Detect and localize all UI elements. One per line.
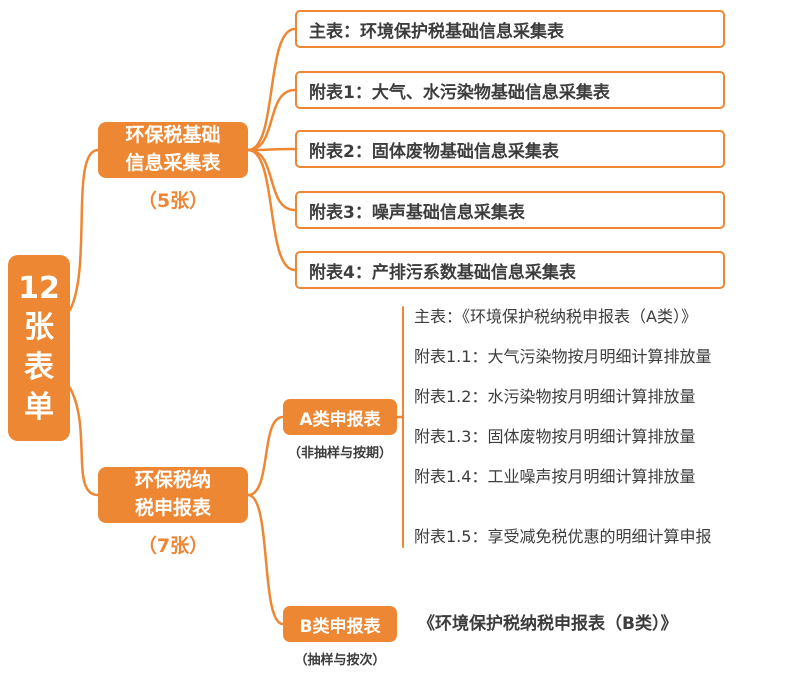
a-item-annex15: 附表1.5：享受减免税优惠的明细计算申报 [414, 527, 712, 546]
a-item-annex11: 附表1.1：大气污染物按月明细计算排放量 [414, 347, 712, 366]
connector-branch1-to-box3 [246, 147, 297, 152]
form-box-label: 附表3：噪声基础信息采集表 [309, 202, 525, 223]
form-box-annex3-noise: 附表3：噪声基础信息采集表 [295, 191, 725, 229]
form-box-annex1-air-water: 附表1：大气、水污染物基础信息采集表 [295, 71, 725, 109]
branch-count-7: （7张） [137, 535, 209, 557]
a-item-annex13: 附表1.3：固体废物按月明细计算排放量 [414, 427, 696, 446]
form-box-label: 附表1：大气、水污染物基础信息采集表 [309, 82, 610, 103]
b-class-note: （抽样与按次） [294, 653, 386, 668]
root-node: 12 张 表 单 [8, 255, 70, 441]
a-class-note: （非抽样与按期） [287, 446, 392, 461]
a-item-main: 主表：《环境保护税纳税申报表（A类）》 [414, 307, 697, 326]
connector-root-to-branch2 [68, 386, 100, 497]
form-box-annex4-coefficient: 附表4：产排污系数基础信息采集表 [295, 251, 725, 289]
connector-branch2-to-a-node [246, 415, 285, 497]
connector-branch1-to-box1 [246, 27, 297, 152]
b-class-form-label: 《环境保护税纳税申报表（B类）》 [418, 614, 678, 634]
branch-node-tax-declaration: 环保税纳 税申报表 [98, 467, 248, 523]
root-label: 12 张 表 单 [18, 270, 60, 425]
sub-node-label: B类申报表 [299, 616, 381, 637]
form-box-label: 附表4：产排污系数基础信息采集表 [309, 262, 576, 283]
connector-branch1-to-box4 [246, 148, 297, 212]
branch-label: 环保税纳 税申报表 [134, 469, 211, 519]
a-item-annex14: 附表1.4：工业噪声按月明细计算排放量 [414, 467, 696, 486]
connector-branch2-to-b-node [246, 493, 285, 626]
sub-node-b-class: B类申报表 [283, 606, 397, 642]
form-box-main-collection: 主表：环境保护税基础信息采集表 [295, 10, 725, 48]
connector-root-to-branch1 [68, 148, 100, 312]
connector-branch1-to-box2 [246, 88, 297, 152]
sub-node-label: A类申报表 [299, 409, 381, 430]
a-item-annex12: 附表1.2：水污染物按月明细计算排放量 [414, 387, 696, 406]
branch-node-basic-info-collection: 环保税基础 信息采集表 [98, 122, 248, 178]
form-box-label: 主表：环境保护税基础信息采集表 [309, 21, 564, 42]
form-box-annex2-solid-waste: 附表2：固体废物基础信息采集表 [295, 130, 725, 168]
sub-node-a-class: A类申报表 [283, 399, 397, 435]
form-box-label: 附表2：固体废物基础信息采集表 [309, 141, 559, 162]
branch-count-5: （5张） [137, 190, 209, 212]
connector-branch1-to-box5 [246, 148, 297, 272]
branch-label: 环保税基础 信息采集表 [125, 124, 221, 174]
